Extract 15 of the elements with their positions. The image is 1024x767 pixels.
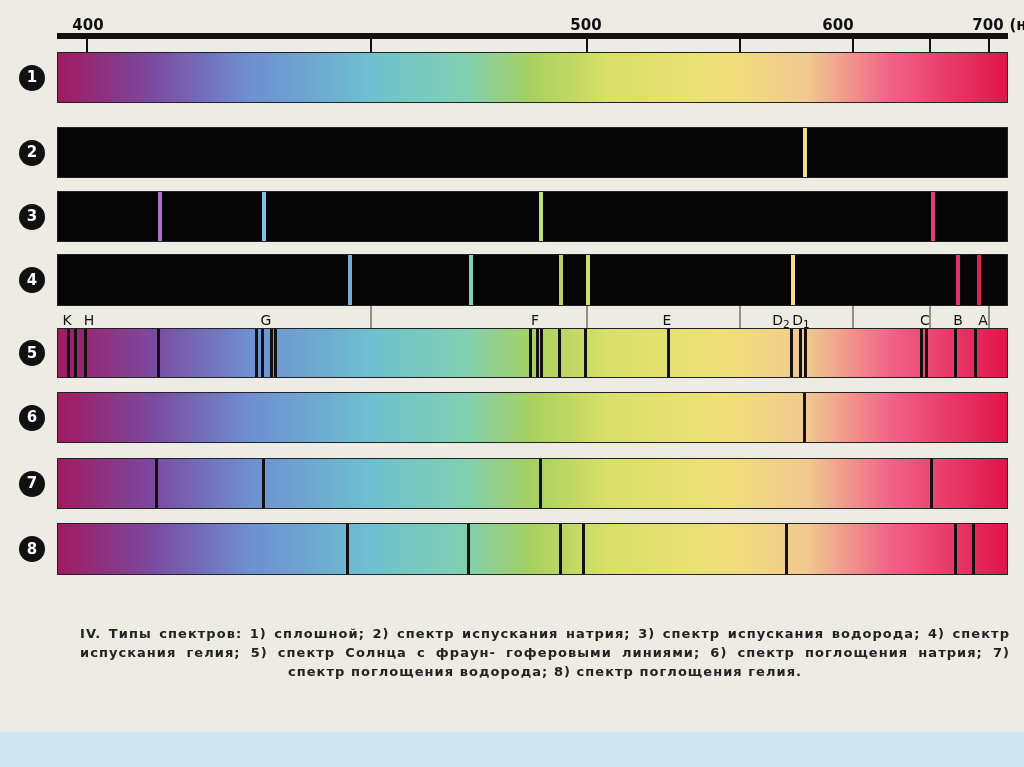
- line-label: H: [83, 311, 95, 330]
- scale-label: 400: [72, 15, 104, 36]
- scale-label: 600: [822, 15, 854, 36]
- line-label: C: [920, 311, 930, 330]
- line-label: E: [662, 311, 672, 330]
- line-label: D$_{1}$: [792, 311, 810, 331]
- line-label: K: [62, 311, 72, 330]
- line-label: A: [978, 311, 988, 330]
- line-label: F: [530, 311, 540, 330]
- line-label: D$_{2}$: [772, 311, 790, 331]
- line-label: G: [260, 311, 272, 330]
- scale-label: 500: [570, 15, 602, 36]
- scale-label: 700: [972, 15, 1004, 36]
- line-label: B: [953, 311, 963, 330]
- caption: IV. Типы спектров: 1) сплошной; 2) спектр испускания натрия; 3) спектр испускания водорода; 4) спектр испускания гелия; 5) спектр Солнца с фраун- гоферовыми линиями; 6) спектр поглощения натрия; 7) спектр поглощения водорода; 8) спектр поглощения гелия.: [80, 625, 1010, 681]
